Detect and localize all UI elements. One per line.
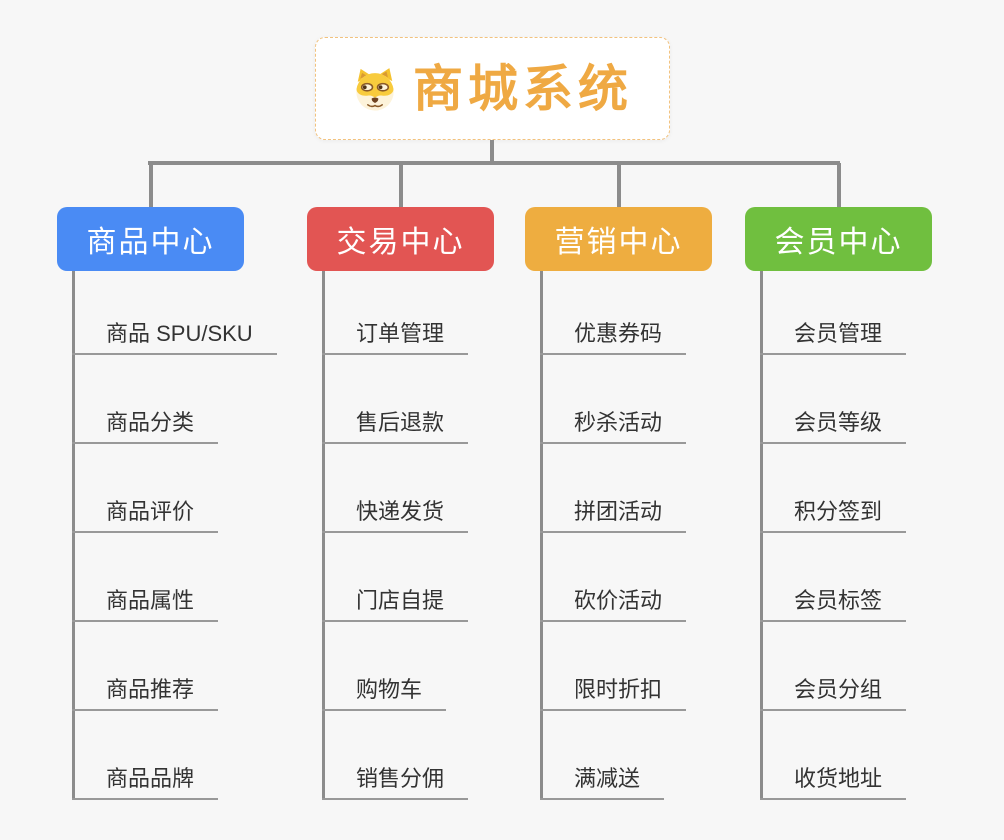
connector-root-stub <box>490 140 494 163</box>
item-row: 砍价活动 <box>540 533 687 622</box>
branch-item-trade-center-1[interactable]: 售后退款 <box>322 409 469 444</box>
item-row: 会员管理 <box>760 271 907 355</box>
item-row: 满减送 <box>540 711 686 800</box>
branch-item-marketing-center-4[interactable]: 限时折扣 <box>540 676 687 711</box>
branch-header-label: 营销中心 <box>554 226 683 259</box>
branch-header-label: 交易中心 <box>336 226 465 259</box>
item-row: 订单管理 <box>322 271 469 355</box>
branch-trade-center: 交易中心订单管理售后退款快递发货门店自提购物车销售分佣 <box>307 207 567 800</box>
branch-item-marketing-center-5[interactable]: 满减送 <box>540 765 665 800</box>
branch-item-member-center-0[interactable]: 会员管理 <box>760 320 907 355</box>
branch-item-member-center-1[interactable]: 会员等级 <box>760 409 907 444</box>
item-row: 售后退款 <box>322 355 469 444</box>
item-row: 会员标签 <box>760 533 907 622</box>
branch-member-center: 会员中心会员管理会员等级积分签到会员标签会员分组收货地址 <box>745 207 1004 800</box>
branch-item-product-center-4[interactable]: 商品推荐 <box>72 676 219 711</box>
item-row: 拼团活动 <box>540 444 687 533</box>
branch-item-marketing-center-0[interactable]: 优惠券码 <box>540 320 687 355</box>
branch-item-member-center-4[interactable]: 会员分组 <box>760 676 907 711</box>
root-node[interactable]: 商城系统 <box>315 37 670 140</box>
connector-drop-product-center <box>148 163 153 207</box>
branch-item-marketing-center-1[interactable]: 秒杀活动 <box>540 409 687 444</box>
branch-item-marketing-center-2[interactable]: 拼团活动 <box>540 498 687 533</box>
branch-header-member-center[interactable]: 会员中心 <box>745 207 932 271</box>
branch-item-marketing-center-3[interactable]: 砍价活动 <box>540 587 687 622</box>
item-row: 商品推荐 <box>72 622 277 711</box>
connector-branch-line-product-center <box>72 271 75 800</box>
item-row: 商品属性 <box>72 533 277 622</box>
branch-item-product-center-1[interactable]: 商品分类 <box>72 409 219 444</box>
branch-items-trade-center: 订单管理售后退款快递发货门店自提购物车销售分佣 <box>322 271 469 800</box>
item-row: 秒杀活动 <box>540 355 687 444</box>
branch-item-product-center-5[interactable]: 商品品牌 <box>72 765 219 800</box>
root-title: 商城系统 <box>413 60 633 117</box>
item-row: 限时折扣 <box>540 622 687 711</box>
branch-item-member-center-5[interactable]: 收货地址 <box>760 765 907 800</box>
item-row: 积分签到 <box>760 444 907 533</box>
item-row: 优惠券码 <box>540 271 687 355</box>
item-row: 商品评价 <box>72 444 277 533</box>
item-row: 商品品牌 <box>72 711 277 800</box>
item-row: 销售分佣 <box>322 711 469 800</box>
connector-drop-trade-center <box>398 163 403 207</box>
connector-drop-marketing-center <box>617 163 621 207</box>
branch-item-product-center-0[interactable]: 商品 SPU/SKU <box>72 320 277 355</box>
item-row: 门店自提 <box>322 533 469 622</box>
connector-branch-line-trade-center <box>322 271 325 800</box>
branch-items-marketing-center: 优惠券码秒杀活动拼团活动砍价活动限时折扣满减送 <box>540 271 687 800</box>
connector-branch-line-marketing-center <box>540 271 543 800</box>
item-row: 会员分组 <box>760 622 907 711</box>
branch-item-product-center-3[interactable]: 商品属性 <box>72 587 219 622</box>
branch-header-label: 商品中心 <box>86 226 215 259</box>
branch-items-product-center: 商品 SPU/SKU 商品分类商品评价商品属性商品推荐商品品牌 <box>72 271 277 800</box>
branch-item-member-center-3[interactable]: 会员标签 <box>760 587 907 622</box>
branch-header-marketing-center[interactable]: 营销中心 <box>525 207 712 271</box>
item-row: 商品分类 <box>72 355 277 444</box>
item-row: 商品 SPU/SKU <box>72 271 277 355</box>
branch-header-product-center[interactable]: 商品中心 <box>57 207 244 271</box>
item-row: 会员等级 <box>760 355 907 444</box>
branch-item-trade-center-3[interactable]: 门店自提 <box>322 587 469 622</box>
branch-marketing-center: 营销中心优惠券码秒杀活动拼团活动砍价活动限时折扣满减送 <box>525 207 785 800</box>
connector-rail <box>148 161 840 165</box>
branch-header-label: 会员中心 <box>774 226 903 259</box>
branch-item-trade-center-5[interactable]: 销售分佣 <box>322 765 469 800</box>
item-row: 购物车 <box>322 622 468 711</box>
branch-items-member-center: 会员管理会员等级积分签到会员标签会员分组收货地址 <box>760 271 907 800</box>
branch-header-trade-center[interactable]: 交易中心 <box>307 207 494 271</box>
item-row: 收货地址 <box>760 711 907 800</box>
branch-item-trade-center-2[interactable]: 快递发货 <box>322 498 469 533</box>
branch-item-member-center-2[interactable]: 积分签到 <box>760 498 907 533</box>
connector-branch-line-member-center <box>760 271 763 800</box>
branch-item-product-center-2[interactable]: 商品评价 <box>72 498 219 533</box>
doge-icon <box>352 66 398 112</box>
branch-item-trade-center-0[interactable]: 订单管理 <box>322 320 469 355</box>
connector-drop-member-center <box>836 163 841 207</box>
branch-product-center: 商品中心商品 SPU/SKU 商品分类商品评价商品属性商品推荐商品品牌 <box>57 207 317 800</box>
branch-item-trade-center-4[interactable]: 购物车 <box>322 676 447 711</box>
item-row: 快递发货 <box>322 444 469 533</box>
